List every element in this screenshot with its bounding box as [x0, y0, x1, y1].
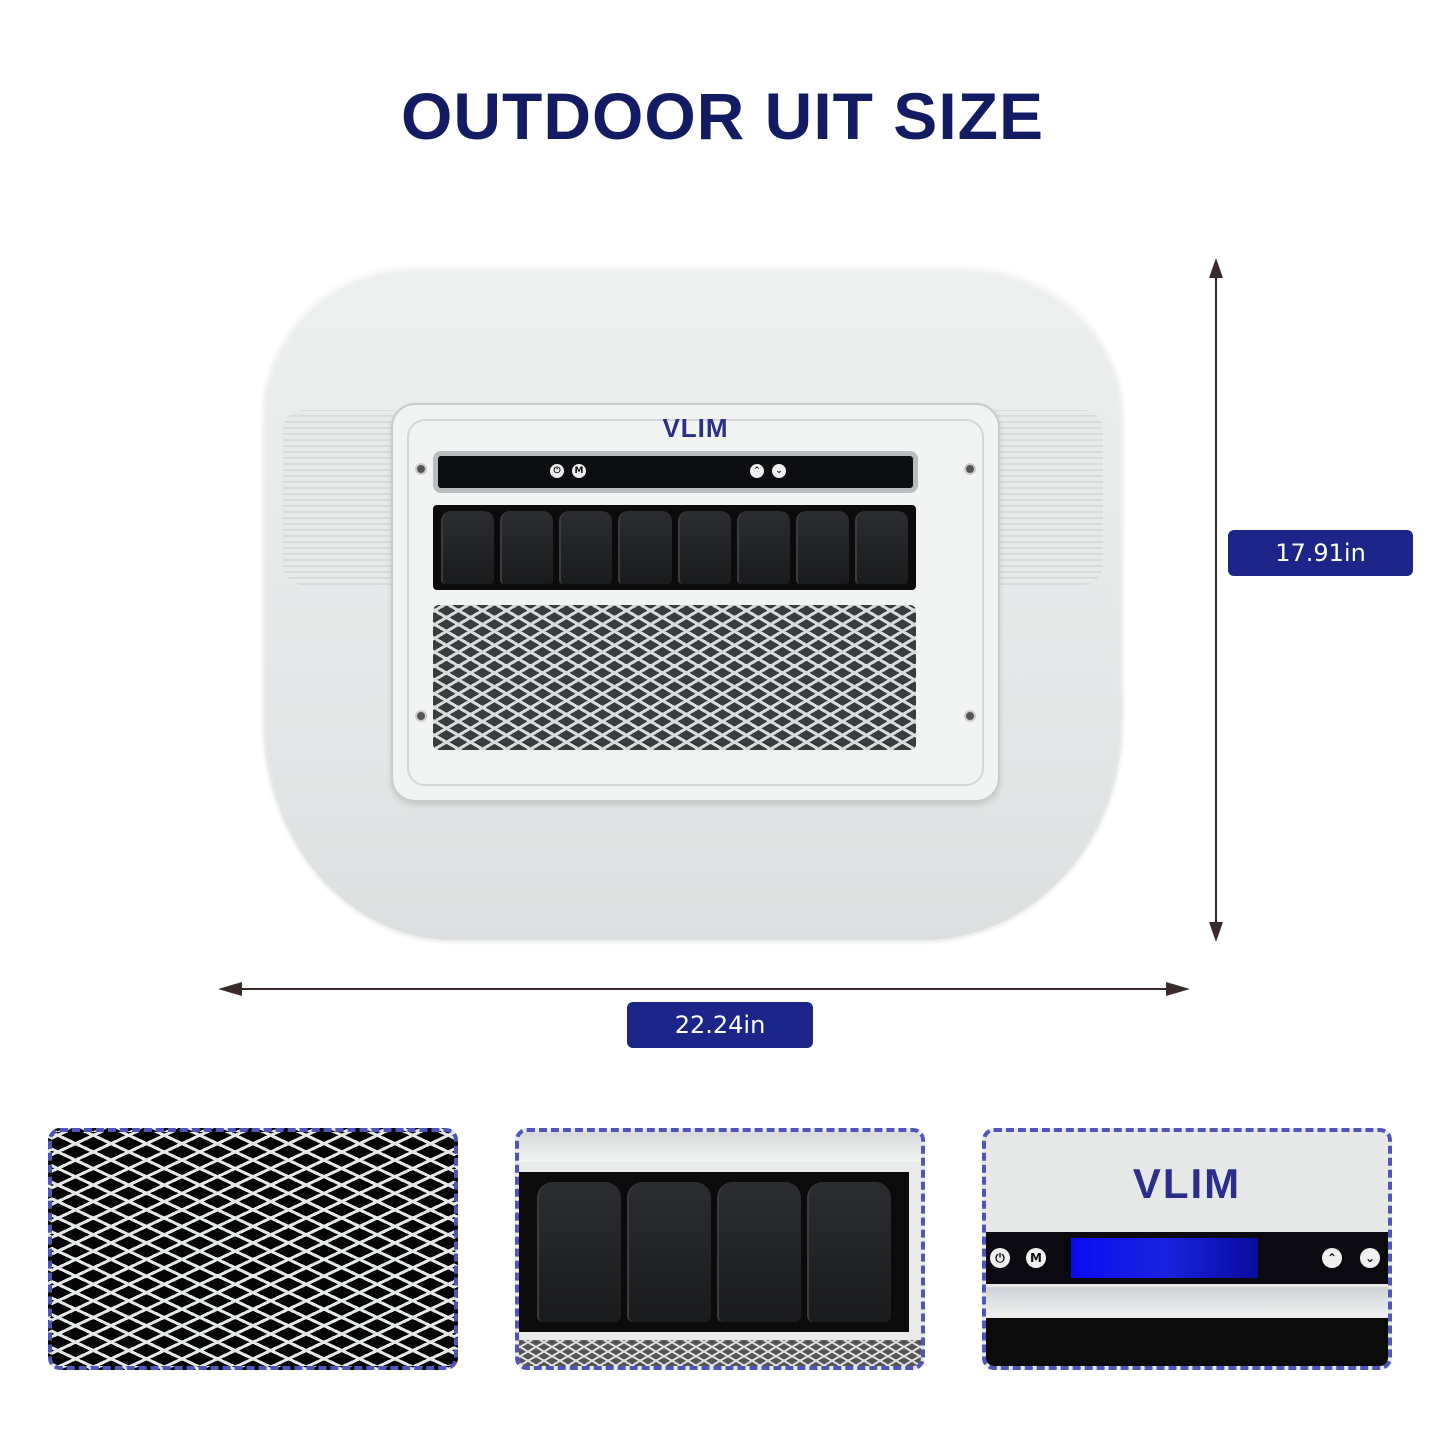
control-panel: ⏻ M ⌃ ⌄ — [433, 451, 918, 493]
louver — [537, 1182, 621, 1322]
louver — [441, 511, 495, 584]
air-louvers — [433, 505, 916, 590]
arrow-left-icon — [218, 982, 242, 996]
side-vents-left — [283, 410, 393, 585]
louver-strip — [519, 1172, 909, 1332]
arrow-right-icon — [1166, 982, 1190, 996]
arrow-down-icon — [1209, 922, 1223, 942]
screw-icon — [415, 710, 427, 722]
louver — [500, 511, 554, 584]
power-button-icon: ⏻ — [990, 1248, 1010, 1268]
louver — [736, 511, 790, 584]
arrow-up-icon — [1209, 258, 1223, 278]
up-button-icon: ⌃ — [750, 464, 764, 478]
power-button-icon: ⏻ — [550, 464, 564, 478]
width-badge: 22.24in — [627, 1002, 813, 1048]
mesh-grille-closeup — [48, 1128, 458, 1370]
blue-display — [1071, 1238, 1258, 1278]
mesh-grille — [433, 605, 916, 750]
panel-trim — [986, 1287, 1388, 1317]
louver — [717, 1182, 801, 1322]
down-button-icon: ⌄ — [1360, 1248, 1380, 1268]
louver — [807, 1182, 891, 1322]
page-title: OUTDOOR UIT SIZE — [401, 79, 1044, 153]
screw-icon — [964, 710, 976, 722]
louvers-closeup — [515, 1128, 925, 1370]
height-badge: 17.91in — [1228, 530, 1413, 576]
mesh-strip — [519, 1340, 921, 1366]
mode-button-icon: M — [572, 464, 586, 478]
louver — [559, 511, 613, 584]
mode-button-icon: M — [1026, 1248, 1046, 1268]
screw-icon — [415, 463, 427, 475]
panel-edge — [519, 1132, 921, 1162]
outdoor-unit-image: VLIM ⏻ M ⌃ ⌄ — [263, 265, 1123, 940]
brand-logo: VLIM — [662, 413, 729, 443]
down-button-icon: ⌄ — [772, 464, 786, 478]
louver — [618, 511, 672, 584]
louver — [795, 511, 849, 584]
display-strip: ⏻ M ⌃ ⌄ — [986, 1232, 1388, 1284]
front-panel: VLIM ⏻ M ⌃ ⌄ — [391, 403, 1000, 802]
louver-tops — [986, 1318, 1388, 1366]
up-button-icon: ⌃ — [1322, 1248, 1342, 1268]
louver — [677, 511, 731, 584]
width-dimension-line — [222, 988, 1186, 990]
louver — [854, 511, 908, 584]
screw-icon — [964, 463, 976, 475]
louver — [627, 1182, 711, 1322]
control-panel-closeup: VLIM ⏻ M ⌃ ⌄ — [982, 1128, 1392, 1370]
brand-logo-closeup: VLIM — [1132, 1160, 1242, 1207]
side-vents-right — [993, 410, 1103, 585]
height-dimension-line — [1215, 262, 1217, 938]
front-panel-inner-frame — [407, 419, 984, 786]
